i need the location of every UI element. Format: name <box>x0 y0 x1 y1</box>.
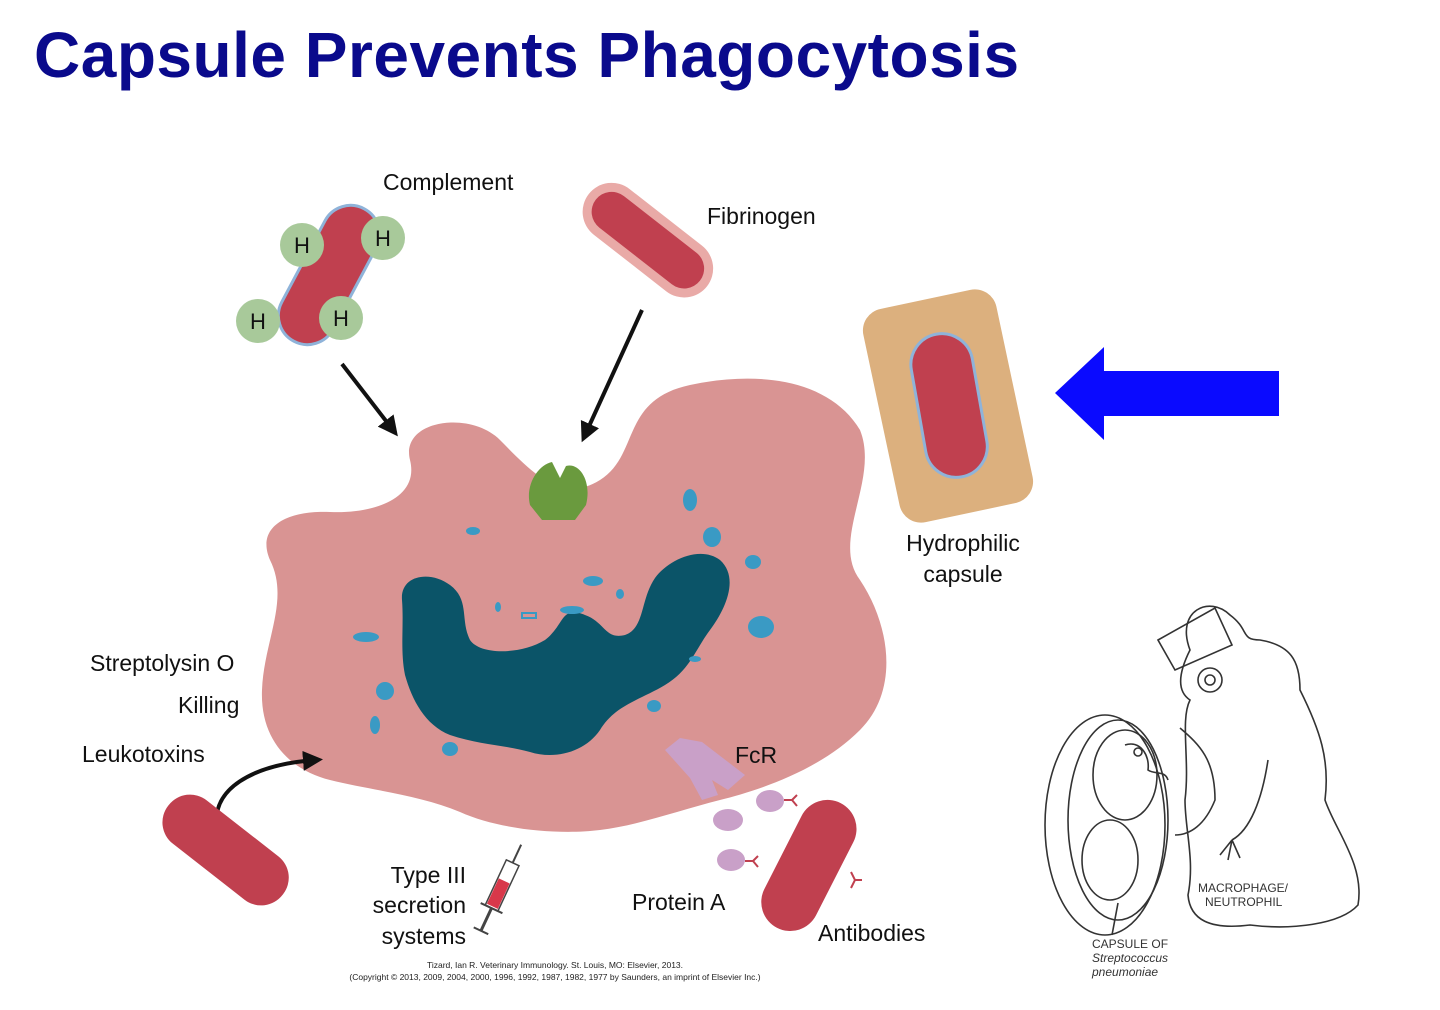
label-fibrinogen: Fibrinogen <box>707 203 816 229</box>
fibrinogen-coated-bacterium <box>582 182 714 298</box>
label-capsule: capsule <box>923 561 1002 587</box>
nucleus <box>401 553 730 756</box>
leukotoxin-arrow <box>214 750 323 827</box>
complement-h-2: H <box>361 216 405 260</box>
slide-title: Capsule Prevents Phagocytosis <box>34 19 1020 91</box>
fibrinogen-arrow <box>580 309 644 443</box>
label-leukotoxins: Leukotoxins <box>82 741 205 767</box>
capsulated-bacterium <box>862 289 1034 523</box>
complement-h-1: H <box>280 223 324 267</box>
complement-arrow <box>340 362 398 437</box>
label-fcr: FcR <box>735 742 777 768</box>
svg-text:H: H <box>333 306 349 331</box>
sketch-macrophage-line2: NEUTROPHIL <box>1205 895 1283 909</box>
fc-receptor <box>665 738 745 800</box>
complement-coated-bacterium: H H H H <box>236 203 405 347</box>
sketch-capsule-line1: CAPSULE OF <box>1092 937 1168 951</box>
label-complement: Complement <box>383 169 514 195</box>
antibody-particles <box>713 790 784 871</box>
fibrinogen-receptor <box>528 462 588 520</box>
label-type3-line2: secretion <box>373 892 466 918</box>
sketch-macrophage-line1: MACROPHAGE/ <box>1198 881 1289 895</box>
leukotoxin-bacterium <box>162 794 289 906</box>
sketch-capsule-line3: pneumoniae <box>1091 965 1158 979</box>
svg-text:H: H <box>250 309 266 334</box>
citation-line-1: Tizard, Ian R. Veterinary Immunology. St… <box>427 960 683 970</box>
label-antibodies: Antibodies <box>818 920 925 946</box>
protein-a-bacterium <box>761 799 857 931</box>
label-protein-a: Protein A <box>632 889 726 915</box>
macrophage-sketch <box>1044 605 1360 936</box>
syringe-icon <box>473 844 523 936</box>
label-type3-line3: systems <box>382 923 466 949</box>
granules <box>353 489 774 756</box>
label-type3-line1: Type III <box>391 862 466 888</box>
label-streptolysin: Streptolysin O <box>90 650 234 676</box>
label-killing: Killing <box>178 692 239 718</box>
antibody-marks <box>745 794 862 889</box>
complement-h-4: H <box>319 296 363 340</box>
blue-arrow <box>1055 347 1279 440</box>
label-hydrophilic: Hydrophilic <box>906 530 1020 556</box>
complement-h-3: H <box>236 299 280 343</box>
svg-text:H: H <box>375 226 391 251</box>
svg-text:H: H <box>294 233 310 258</box>
sketch-capsule-line2: Streptococcus <box>1092 951 1168 965</box>
citation-line-2: (Copyright © 2013, 2009, 2004, 2000, 199… <box>349 972 760 982</box>
phagocyte-cell <box>261 378 887 832</box>
